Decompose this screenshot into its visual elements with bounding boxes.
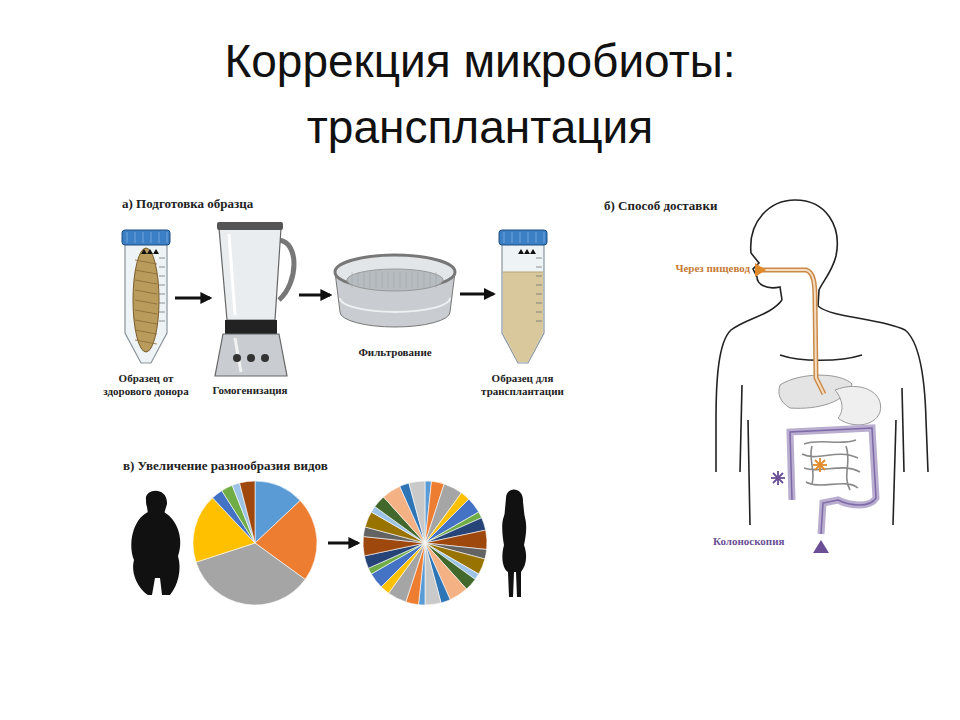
body-outline [716,200,928,525]
slide-title: Коррекция микробиоты: трансплантация [120,28,840,160]
flow-arrow [175,297,210,300]
step-caption: Образец для трансплантации [465,372,580,398]
process-step: Фильтрование [330,250,460,359]
flow-arrow [299,294,330,297]
pie-chart [363,481,487,605]
silhouette [131,491,180,595]
entry-marker [813,540,829,553]
step-picture [478,228,568,368]
step-picture [330,250,460,342]
esophagus-route [760,270,824,394]
process-step: Гомогенизация [195,220,305,397]
pie-slice [425,543,441,605]
step-caption: Фильтрование [330,346,460,359]
panel-label: Через пищевод [640,262,750,274]
organs [771,375,881,534]
silhouette [502,489,526,597]
pie-chart [193,481,317,605]
panel-label: а) Подготовка образца [122,196,253,212]
panel-label: Колоноскопия [713,535,785,547]
pie-charts [193,481,487,605]
flow-arrow [460,293,494,296]
pie-slice [409,481,425,543]
step-picture [195,220,305,380]
step-caption: Гомогенизация [195,384,305,397]
step-picture [101,228,191,368]
esophagus-route [760,270,824,394]
panel-label: в) Увеличение разнообразия видов [123,458,328,474]
step-caption: Образец от здорового донора [100,372,192,398]
process-step: Образец для трансплантации [465,228,580,398]
process-step: Образец от здорового донора [100,228,192,398]
pie-slice [240,481,255,543]
entry-marker [755,263,766,277]
panel-label: б) Способ доставки [604,198,717,214]
change-arrow [328,542,358,545]
